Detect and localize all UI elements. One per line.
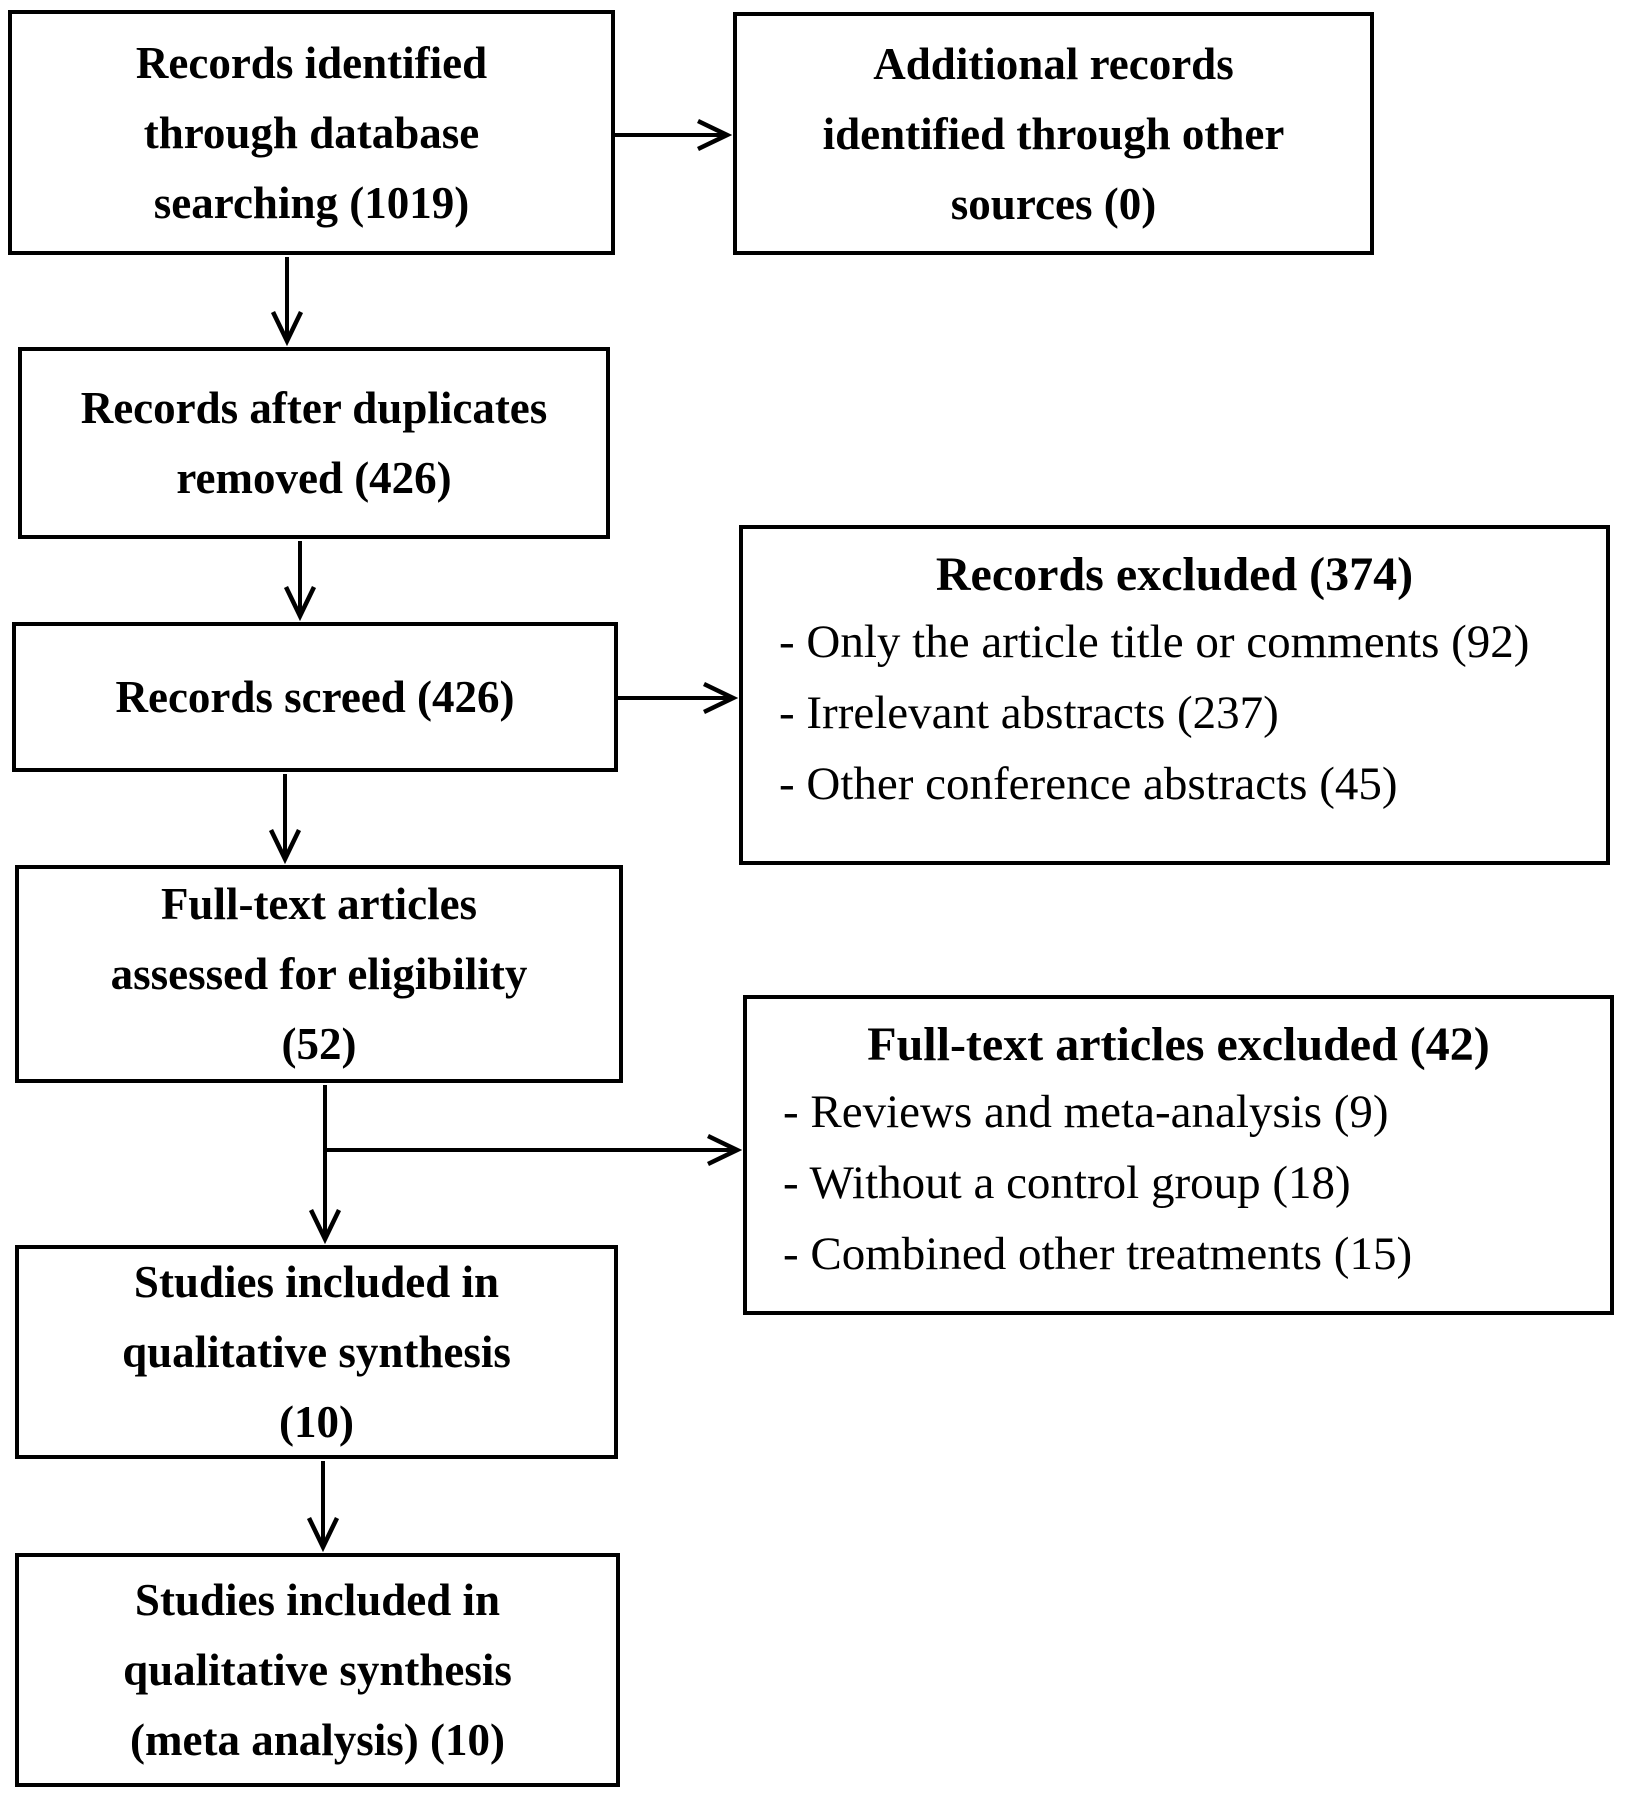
box-text-line: removed (426)	[176, 453, 452, 503]
box-text-line: Records after duplicates	[80, 383, 548, 433]
box-fulltext-excluded: Full-text articles excluded (42) - Revie…	[743, 995, 1614, 1315]
box-text-line: Studies included in	[134, 1575, 501, 1625]
box-text-line: Records identified	[135, 37, 488, 88]
box-additional-records: Additional records identified through ot…	[733, 12, 1374, 255]
box-records-identified: Records identified through database sear…	[8, 10, 615, 255]
box-text-line: qualitative synthesis	[123, 1645, 512, 1695]
box-text-line: Records screed (426)	[115, 672, 515, 722]
excluded-reason: - Only the article title or comments (92…	[779, 616, 1530, 668]
box-text-line: assessed for eligibility	[110, 949, 528, 999]
box-title: Records excluded (374)	[935, 548, 1414, 601]
box-text-line: Full-text articles	[160, 879, 478, 929]
box-qualitative-synthesis: Studies included in qualitative synthesi…	[15, 1245, 618, 1459]
excluded-reason: - Combined other treatments (15)	[783, 1228, 1413, 1280]
box-text-line: Additional records	[873, 38, 1234, 89]
box-title: Full-text articles excluded (42)	[867, 1018, 1490, 1071]
box-records-excluded: Records excluded (374) - Only the articl…	[739, 525, 1610, 865]
box-text-line: (52)	[281, 1019, 357, 1069]
box-text-line: sources (0)	[950, 178, 1157, 229]
box-text-line: (10)	[279, 1397, 354, 1447]
box-text-line: identified through other	[822, 108, 1285, 159]
box-text-line: searching (1019)	[153, 177, 470, 228]
excluded-reason: - Other conference abstracts (45)	[779, 758, 1398, 810]
box-duplicates-removed: Records after duplicates removed (426)	[18, 347, 610, 539]
box-fulltext-assessed: Full-text articles assessed for eligibil…	[15, 865, 623, 1083]
box-text-line: through database	[143, 107, 480, 158]
box-text-line: (meta analysis) (10)	[130, 1715, 505, 1765]
excluded-reason: - Irrelevant abstracts (237)	[779, 687, 1279, 739]
box-text-line: Studies included in	[133, 1257, 500, 1307]
box-meta-analysis: Studies included in qualitative synthesi…	[15, 1553, 620, 1787]
box-text-line: qualitative synthesis	[122, 1327, 511, 1377]
box-records-screened: Records screed (426)	[12, 622, 618, 772]
excluded-reason: - Without a control group (18)	[783, 1157, 1351, 1209]
excluded-reason: - Reviews and meta-analysis (9)	[783, 1086, 1389, 1138]
